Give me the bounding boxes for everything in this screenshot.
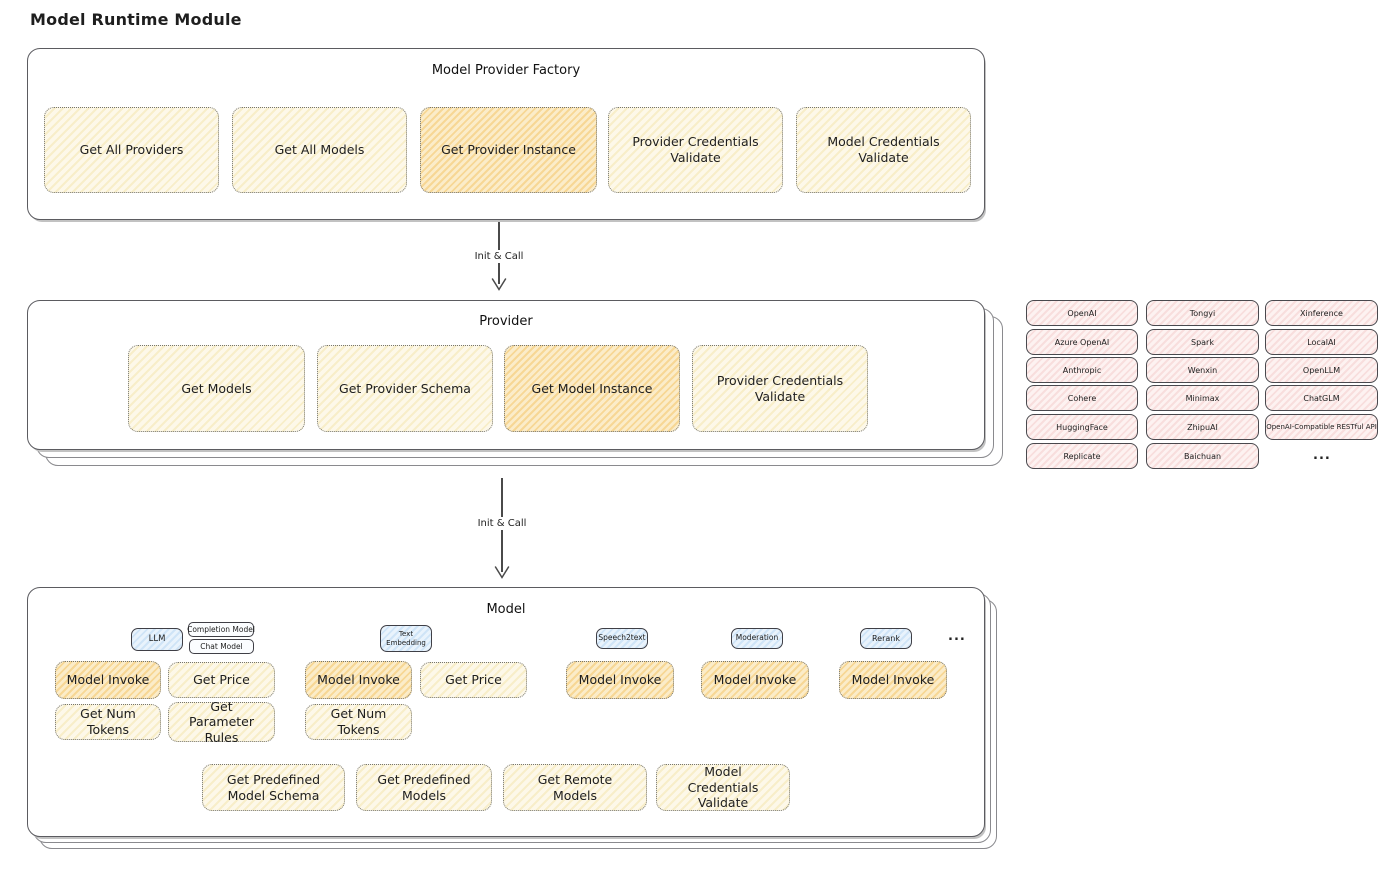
factory-get-all-providers: Get All Providers [44, 107, 219, 193]
model-tabs-more-ellipsis: ... [948, 629, 966, 644]
llm-model-invoke: Model Invoke [55, 661, 161, 699]
llm-get-price: Get Price [168, 662, 275, 698]
page-title: Model Runtime Module [30, 10, 242, 29]
model-title: Model [486, 602, 526, 617]
get-remote-models: Get Remote Models [503, 764, 647, 811]
tab-llm: LLM [131, 628, 183, 651]
provider-pill-baichuan: Baichuan [1146, 443, 1259, 469]
provider-pill-zhipuai: ZhipuAI [1146, 414, 1259, 440]
provider-pill-localai: LocalAI [1265, 329, 1378, 355]
tab-rerank: Rerank [860, 628, 912, 649]
provider-get-provider-schema: Get Provider Schema [317, 345, 493, 432]
factory-get-all-models: Get All Models [232, 107, 407, 193]
provider-pill-openai: OpenAI [1026, 300, 1138, 326]
arrow2-label: Init & Call [460, 517, 544, 530]
embedding-get-price: Get Price [420, 662, 527, 698]
factory-provider-credentials-validate: Provider Credentials Validate [608, 107, 783, 193]
embedding-model-invoke: Model Invoke [305, 661, 412, 699]
arrow1-label: Init & Call [457, 250, 541, 263]
speech2text-model-invoke: Model Invoke [566, 661, 674, 699]
provider-pill-xinference: Xinference [1265, 300, 1378, 326]
tab-moderation: Moderation [731, 628, 783, 649]
provider-pill-chatglm: ChatGLM [1265, 385, 1378, 411]
llm-get-parameter-rules: Get Parameter Rules [168, 699, 275, 745]
provider-pill-tongyi: Tongyi [1146, 300, 1259, 326]
provider-pill-openai-compatible-restful-api: OpenAI-Compatible RESTful API [1265, 414, 1378, 440]
factory-model-credentials-validate: Model Credentials Validate [796, 107, 971, 193]
factory-title: Model Provider Factory [431, 63, 581, 78]
providers-more-ellipsis: ... [1313, 448, 1331, 463]
rerank-model-invoke: Model Invoke [839, 661, 947, 699]
arrowhead-down-icon [491, 278, 507, 291]
provider-get-models: Get Models [128, 345, 305, 432]
provider-pill-minimax: Minimax [1146, 385, 1259, 411]
factory-get-provider-instance: Get Provider Instance [420, 107, 597, 193]
provider-pill-anthropic: Anthropic [1026, 357, 1138, 383]
get-predefined-models: Get Predefined Models [356, 764, 492, 811]
provider-provider-credentials-validate: Provider Credentials Validate [692, 345, 868, 432]
provider-pill-replicate: Replicate [1026, 443, 1138, 469]
provider-pill-openllm: OpenLLM [1265, 357, 1378, 383]
arrowhead-down-icon [494, 566, 510, 579]
embedding-get-num-tokens: Get Num Tokens [305, 704, 412, 740]
llm-get-num-tokens: Get Num Tokens [55, 704, 161, 740]
tab-speech2text: Speech2text [596, 628, 648, 649]
provider-title: Provider [479, 314, 533, 329]
provider-pill-spark: Spark [1146, 329, 1259, 355]
tab-chat-model: Chat Model [189, 639, 254, 654]
tab-text-embedding: Text Embedding [380, 625, 432, 652]
provider-get-model-instance: Get Model Instance [504, 345, 680, 432]
provider-pill-huggingface: HuggingFace [1026, 414, 1138, 440]
tab-completion-model: Completion Model [187, 622, 255, 637]
get-predefined-model-schema: Get Predefined Model Schema [202, 764, 345, 811]
provider-pill-wenxin: Wenxin [1146, 357, 1259, 383]
model-credentials-validate: Model Credentials Validate [656, 764, 790, 811]
moderation-model-invoke: Model Invoke [701, 661, 809, 699]
provider-pill-cohere: Cohere [1026, 385, 1138, 411]
provider-pill-azure-openai: Azure OpenAI [1026, 329, 1138, 355]
